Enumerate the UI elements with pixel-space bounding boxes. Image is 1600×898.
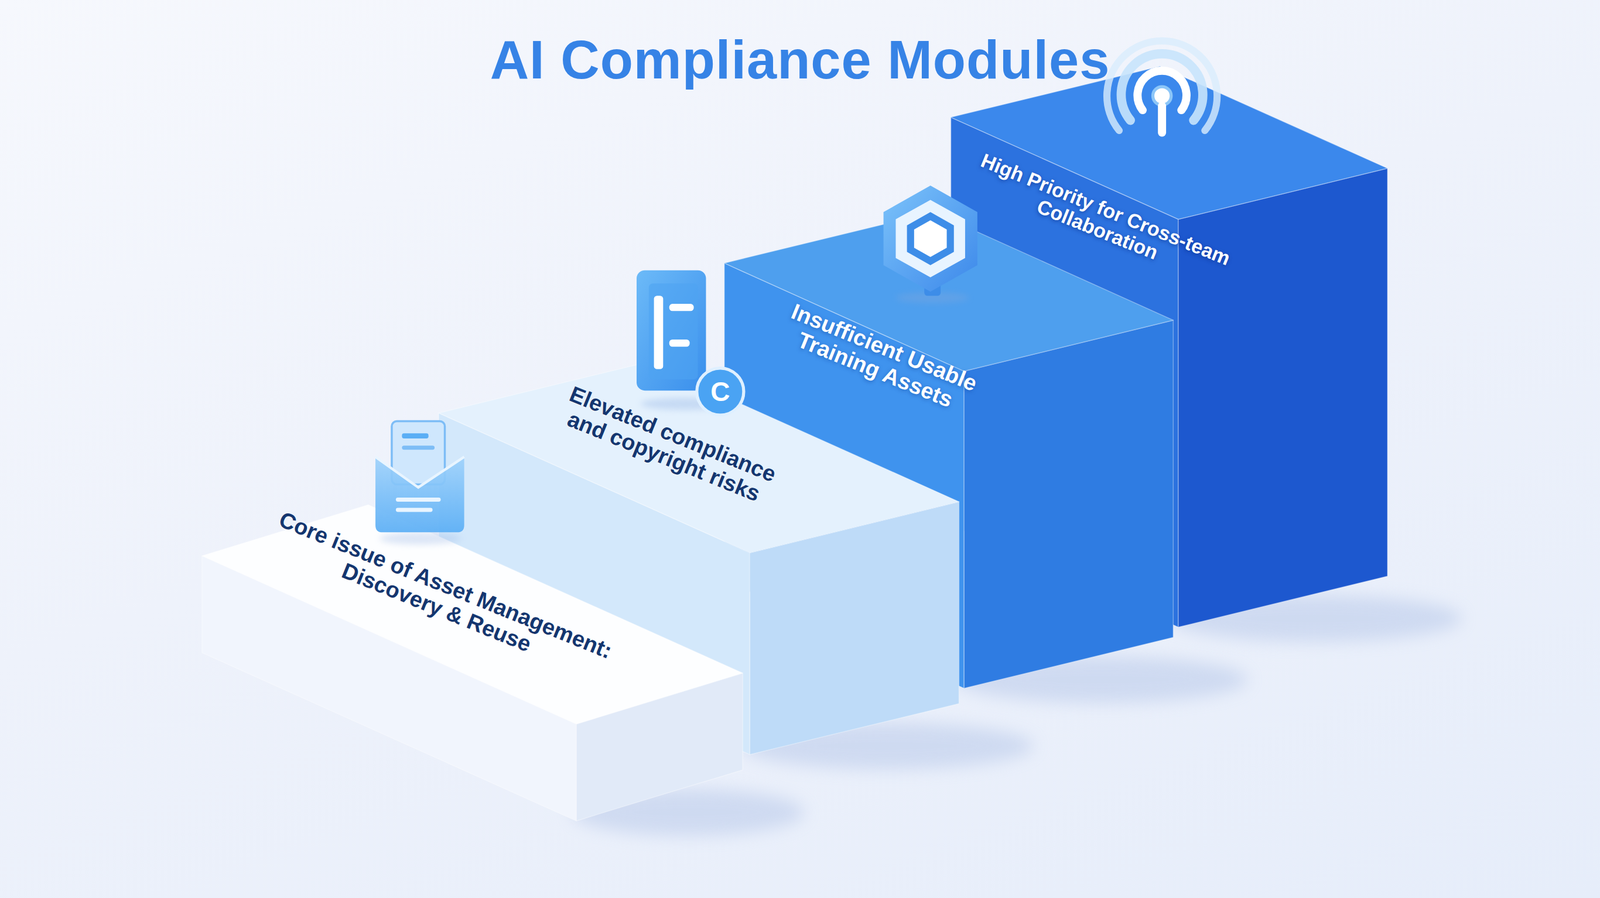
hexagon-icon xyxy=(883,185,978,303)
signal-icon xyxy=(1106,40,1217,133)
icon-letter: C xyxy=(710,375,730,408)
block-side-face xyxy=(1178,168,1388,628)
block-top-face xyxy=(438,361,959,553)
document-icon xyxy=(636,270,744,416)
diagram-title: AI Compliance Modules xyxy=(0,29,1600,91)
icons xyxy=(375,40,1217,545)
block-side-face xyxy=(963,320,1174,689)
stair-blocks xyxy=(202,66,1388,822)
envelope-icon xyxy=(375,421,465,545)
